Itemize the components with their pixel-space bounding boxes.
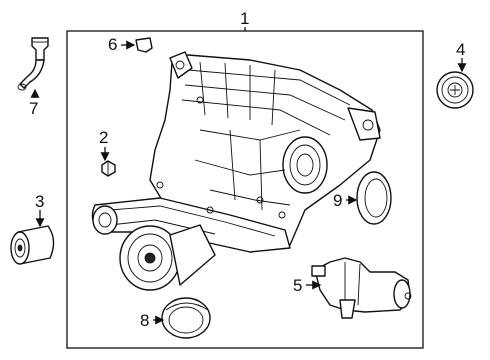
vent-hose <box>17 37 49 91</box>
callout-4: 4 <box>456 40 465 59</box>
callout-1: 1 <box>240 9 249 28</box>
callout-5: 5 <box>293 276 302 295</box>
drain-plug <box>436 71 474 109</box>
callout-3: 3 <box>35 192 44 211</box>
callout-2: 2 <box>99 128 108 147</box>
differential-housing <box>91 51 381 291</box>
callout-7: 7 <box>29 99 38 118</box>
callout-8: 8 <box>140 311 149 330</box>
output-seal-right <box>356 171 392 225</box>
actuator-motor <box>311 257 412 319</box>
vent-plug <box>101 160 116 177</box>
callout-9: 9 <box>333 191 342 210</box>
output-seal-left <box>161 297 211 339</box>
callout-6: 6 <box>108 35 117 54</box>
clip <box>135 37 153 53</box>
mount-bushing <box>10 225 55 265</box>
